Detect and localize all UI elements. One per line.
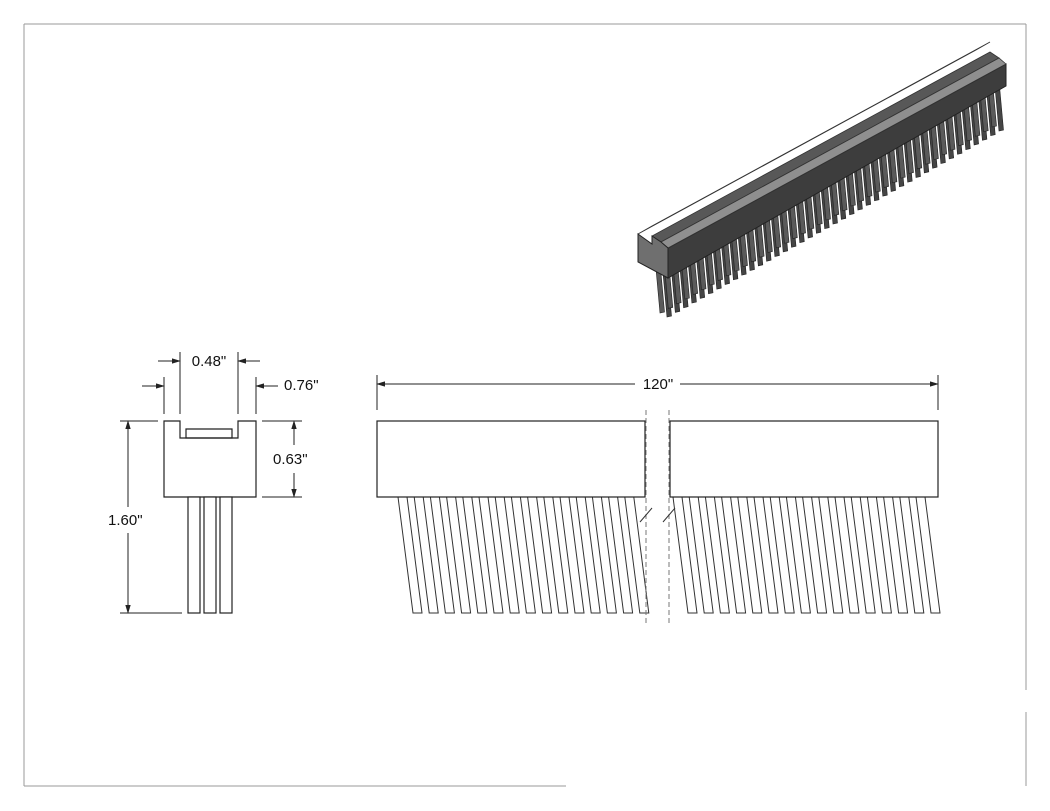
end-view-slot [185,428,233,439]
end-view-body [163,420,257,498]
end-view-bristle [219,496,233,614]
end-view-bristle [187,496,201,614]
sheet-border [23,23,1027,787]
dim-slot-width: 0.48" [192,353,227,370]
iso-front-face [667,63,1007,279]
end-view [163,420,257,614]
end-view-bristle [203,496,217,614]
break-lines [645,410,670,624]
iso-end-face [637,233,669,279]
front-view-body-right [669,420,939,498]
isometric-view [637,41,1007,318]
dim-lip-width: 0.76" [284,377,319,394]
dim-body-height: 0.63" [273,451,308,468]
end-view-dimensions [120,352,302,614]
dim-length: 120" [643,376,673,393]
front-view-body-left [376,420,646,498]
front-view [376,410,941,624]
dim-overall-height: 1.60" [108,512,143,529]
length-dimension [376,375,939,410]
iso-top-lip-back [637,41,991,235]
break-marks [639,507,676,523]
